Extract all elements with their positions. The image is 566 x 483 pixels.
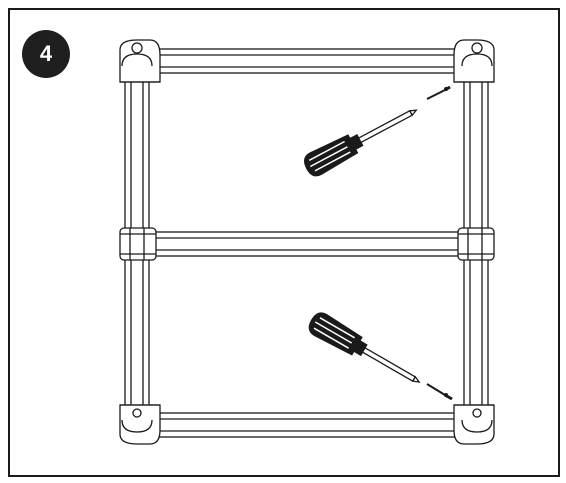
t-connector-left: [119, 227, 157, 261]
screw-top: [426, 85, 451, 100]
corner-elbow-top-left: [119, 39, 161, 83]
corner-elbow-top-right: [453, 39, 495, 83]
corner-elbow-bottom-right: [453, 404, 495, 445]
screwdriver-bottom: [308, 312, 421, 383]
middle-rail: [147, 231, 467, 257]
screwdriver-top: [303, 109, 418, 177]
bottom-rail: [147, 412, 467, 438]
step-number-badge: 4: [22, 30, 70, 78]
step-number: 4: [39, 41, 53, 66]
top-rail: [147, 48, 467, 74]
corner-elbow-bottom-left: [119, 404, 161, 445]
t-connector-right: [457, 227, 495, 261]
screw-bottom: [426, 383, 453, 401]
